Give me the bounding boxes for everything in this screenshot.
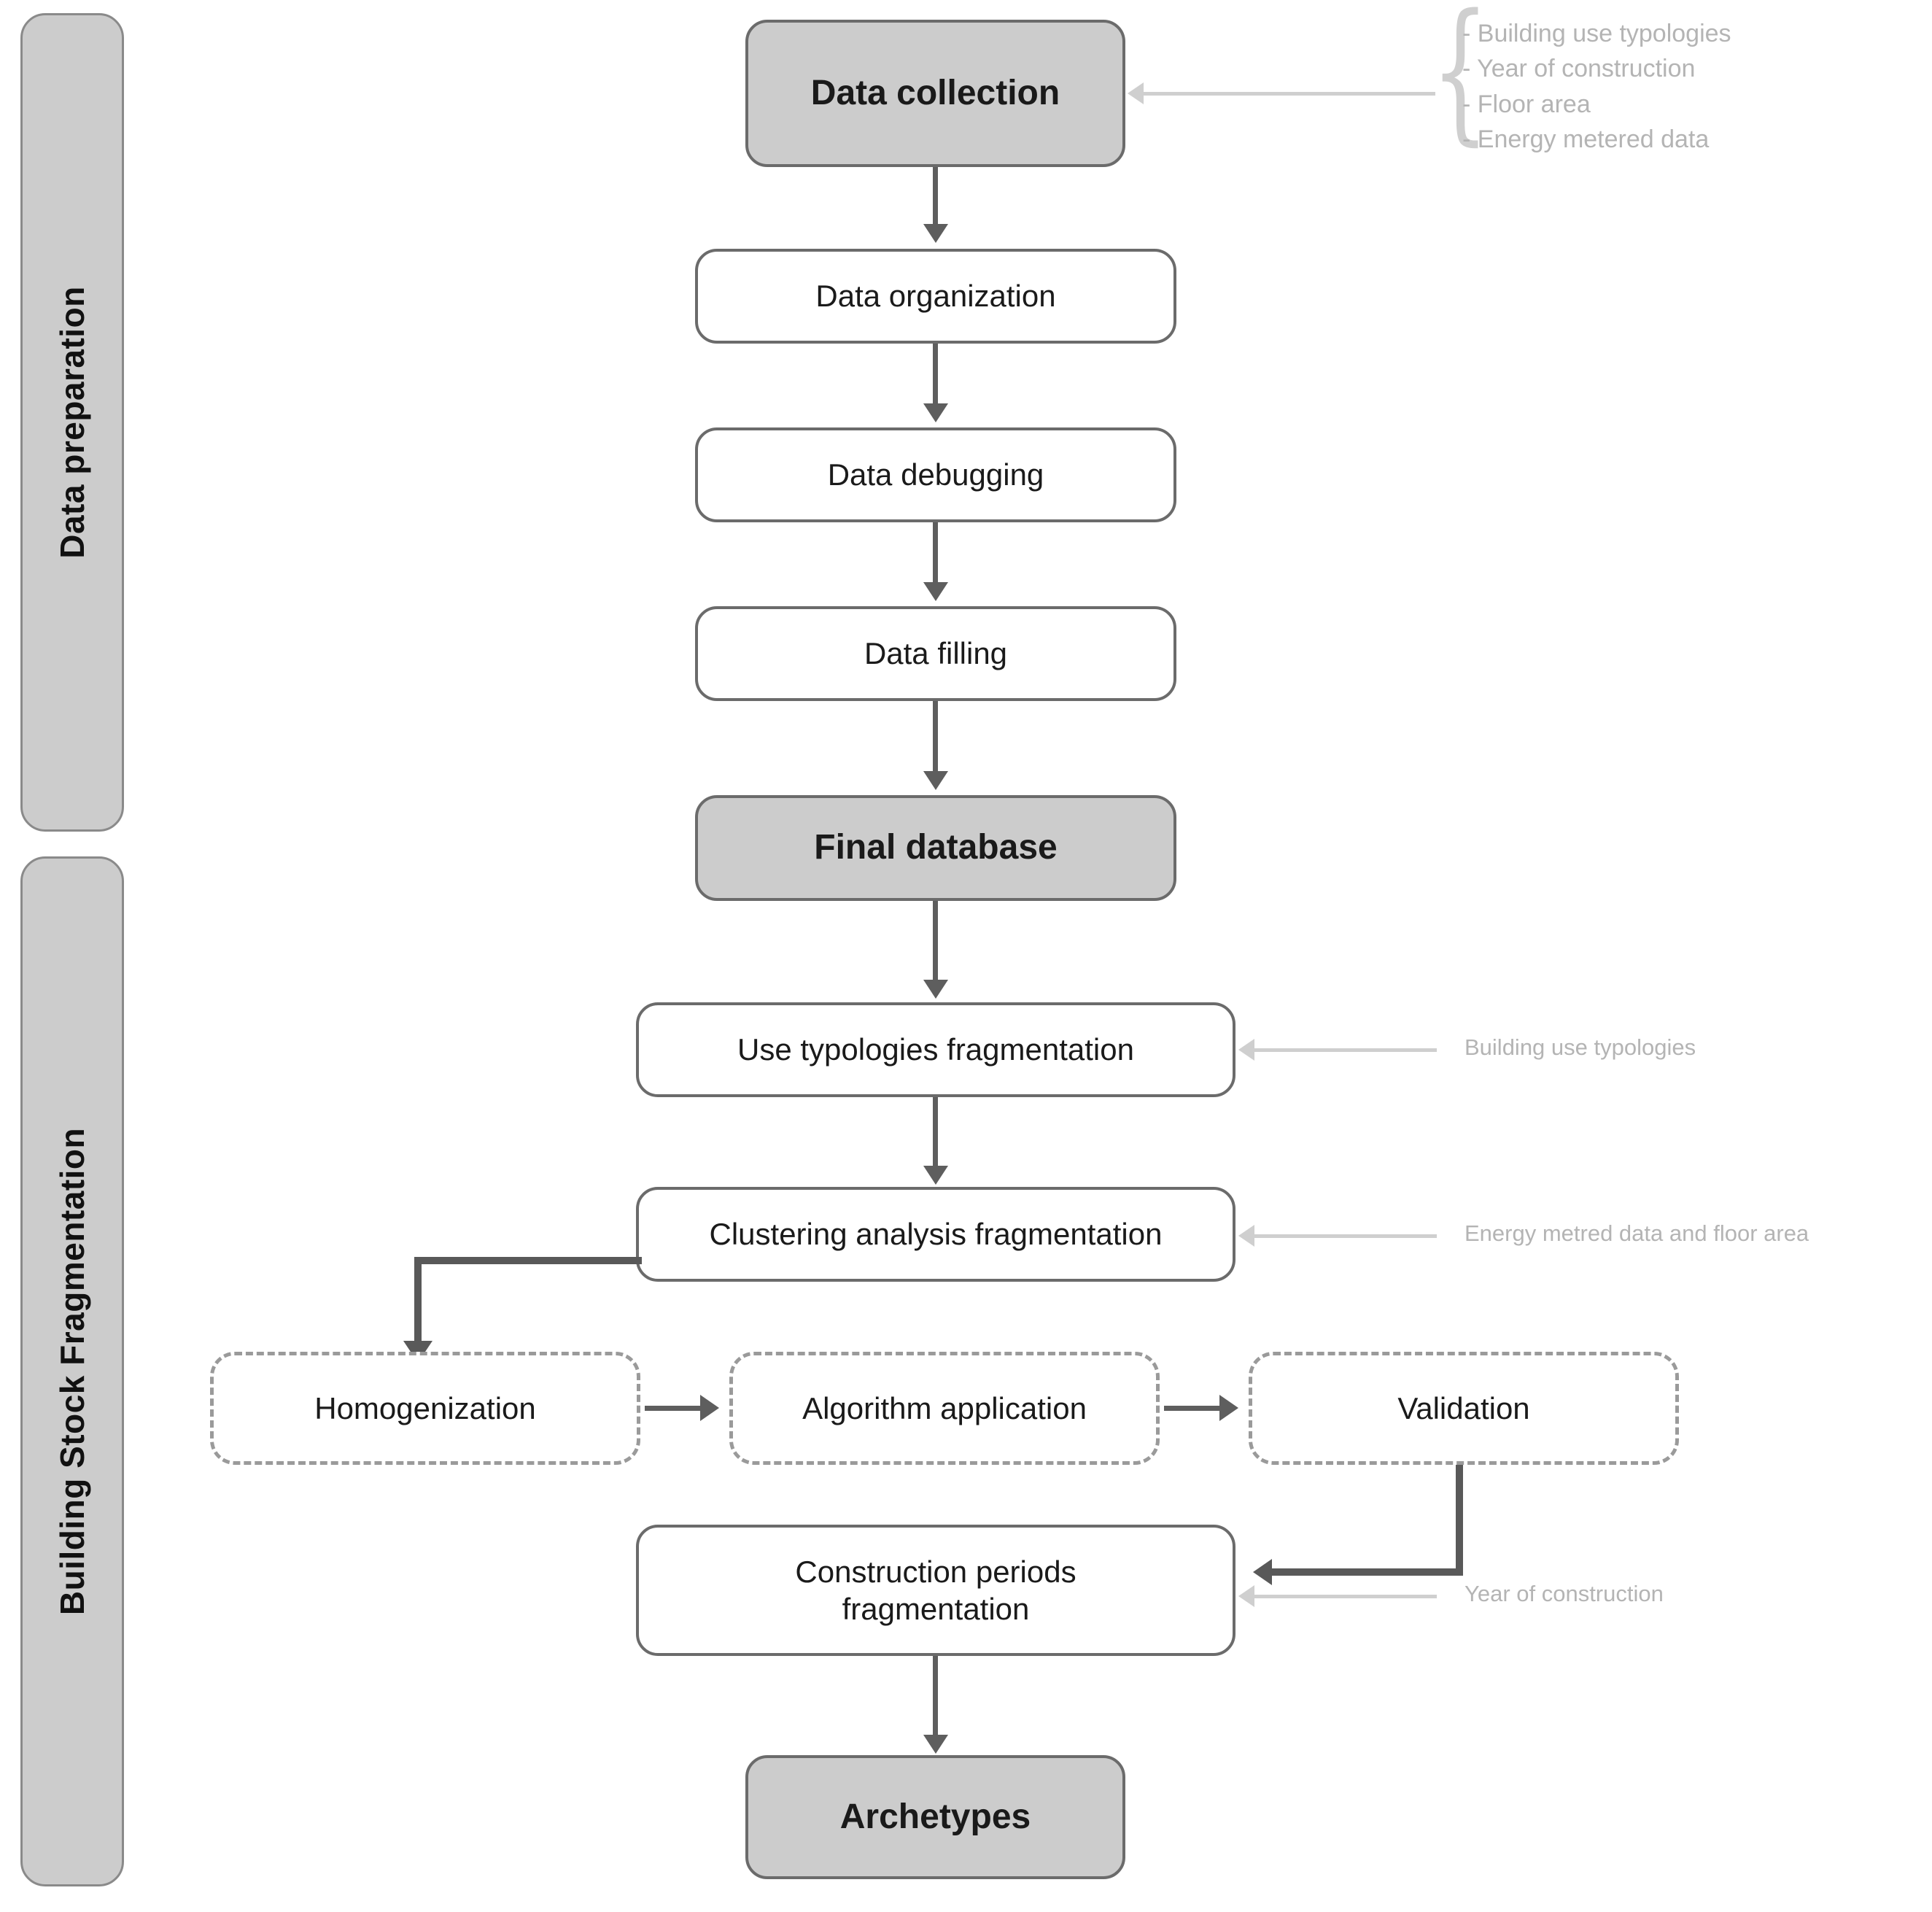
node-construction-periods-label-line1: Construction periods bbox=[795, 1554, 1076, 1589]
node-clustering-analysis-fragmentation[interactable]: Clustering analysis fragmentation bbox=[636, 1187, 1235, 1282]
node-final-database-label: Final database bbox=[814, 828, 1058, 867]
node-construction-periods-label-line2: fragmentation bbox=[842, 1592, 1030, 1626]
node-data-debugging[interactable]: Data debugging bbox=[695, 427, 1176, 522]
arrowhead-filling-to-final-database bbox=[923, 771, 948, 790]
node-validation[interactable]: Validation bbox=[1249, 1352, 1679, 1465]
node-data-filling[interactable]: Data filling bbox=[695, 606, 1176, 701]
annotation-input-item-3: - Floor area bbox=[1462, 90, 1591, 118]
node-data-debugging-label: Data debugging bbox=[827, 457, 1044, 492]
connector-clustering-to-homogenization-vertical bbox=[414, 1257, 422, 1348]
node-clustering-analysis-label: Clustering analysis fragmentation bbox=[709, 1217, 1163, 1252]
annotation-input-item-2: - Year of construction bbox=[1462, 55, 1696, 83]
node-data-organization[interactable]: Data organization bbox=[695, 249, 1176, 344]
annotation-line-data-collection bbox=[1144, 92, 1435, 96]
annotation-arrowhead-clustering bbox=[1238, 1225, 1254, 1247]
node-validation-label: Validation bbox=[1397, 1390, 1530, 1425]
node-use-typologies-label: Use typologies fragmentation bbox=[737, 1032, 1134, 1067]
node-archetypes[interactable]: Archetypes bbox=[745, 1755, 1125, 1879]
phase-bar-building-stock-fragmentation: Building Stock Fragmentation bbox=[20, 856, 124, 1886]
connector-final-database-to-use-typologies bbox=[933, 901, 938, 990]
node-use-typologies-fragmentation[interactable]: Use typologies fragmentation bbox=[636, 1002, 1235, 1097]
connector-homogenization-to-algorithm bbox=[645, 1406, 702, 1411]
arrowhead-debugging-to-filling bbox=[923, 582, 948, 601]
arrowhead-organization-to-debugging bbox=[923, 403, 948, 422]
node-homogenization[interactable]: Homogenization bbox=[210, 1352, 640, 1465]
connector-construction-to-archetypes bbox=[933, 1656, 938, 1745]
node-construction-periods-fragmentation[interactable]: Construction periods fragmentation bbox=[636, 1525, 1235, 1656]
connector-filling-to-final-database bbox=[933, 701, 938, 781]
annotation-clustering-input: Energy metred data and floor area bbox=[1464, 1220, 1809, 1246]
annotation-line-clustering bbox=[1254, 1234, 1437, 1238]
annotation-construction-periods-input: Year of construction bbox=[1464, 1581, 1664, 1606]
connector-algorithm-to-validation bbox=[1164, 1406, 1221, 1411]
arrowhead-use-typologies-to-clustering bbox=[923, 1166, 948, 1185]
annotation-data-collection-inputs: - Building use typologies - Year of cons… bbox=[1462, 16, 1731, 157]
annotation-arrowhead-construction-periods bbox=[1238, 1585, 1254, 1607]
phase-label-building-stock-fragmentation: Building Stock Fragmentation bbox=[53, 1127, 91, 1616]
arrowhead-collection-to-organization bbox=[923, 224, 948, 243]
connector-use-typologies-to-clustering bbox=[933, 1097, 938, 1177]
arrowhead-final-database-to-use-typologies bbox=[923, 980, 948, 999]
node-data-collection-label: Data collection bbox=[810, 73, 1060, 112]
annotation-line-use-typologies bbox=[1254, 1048, 1437, 1052]
annotation-brace-icon: { bbox=[1431, 0, 1490, 160]
node-algorithm-application-label: Algorithm application bbox=[802, 1390, 1087, 1425]
connector-debugging-to-filling bbox=[933, 522, 938, 592]
annotation-use-typologies-input: Building use typologies bbox=[1464, 1034, 1696, 1060]
arrowhead-construction-to-archetypes bbox=[923, 1735, 948, 1754]
node-data-filling-label: Data filling bbox=[864, 636, 1008, 671]
annotation-arrowhead-data-collection bbox=[1128, 82, 1144, 104]
arrowhead-algorithm-to-validation bbox=[1219, 1395, 1238, 1421]
annotation-arrowhead-use-typologies bbox=[1238, 1039, 1254, 1061]
connector-clustering-to-homogenization-horizontal bbox=[414, 1257, 642, 1264]
arrowhead-homogenization-to-algorithm bbox=[700, 1395, 719, 1421]
annotation-line-construction-periods bbox=[1254, 1595, 1437, 1598]
phase-bar-data-preparation: Data preparation bbox=[20, 13, 124, 832]
node-algorithm-application[interactable]: Algorithm application bbox=[729, 1352, 1160, 1465]
annotation-input-item-4: - Energy metered data bbox=[1462, 125, 1710, 153]
node-data-collection[interactable]: Data collection bbox=[745, 20, 1125, 167]
node-homogenization-label: Homogenization bbox=[314, 1390, 536, 1425]
node-final-database[interactable]: Final database bbox=[695, 795, 1176, 901]
connector-validation-to-construction-vertical bbox=[1456, 1465, 1463, 1576]
annotation-input-item-1: - Building use typologies bbox=[1462, 20, 1731, 47]
node-data-organization-label: Data organization bbox=[815, 279, 1056, 314]
connector-collection-to-organization bbox=[933, 167, 938, 234]
connector-validation-to-construction-horizontal bbox=[1272, 1568, 1463, 1576]
phase-label-data-preparation: Data preparation bbox=[53, 286, 91, 559]
node-archetypes-label: Archetypes bbox=[839, 1797, 1031, 1836]
connector-organization-to-debugging bbox=[933, 344, 938, 414]
arrowhead-validation-to-construction bbox=[1253, 1559, 1272, 1585]
